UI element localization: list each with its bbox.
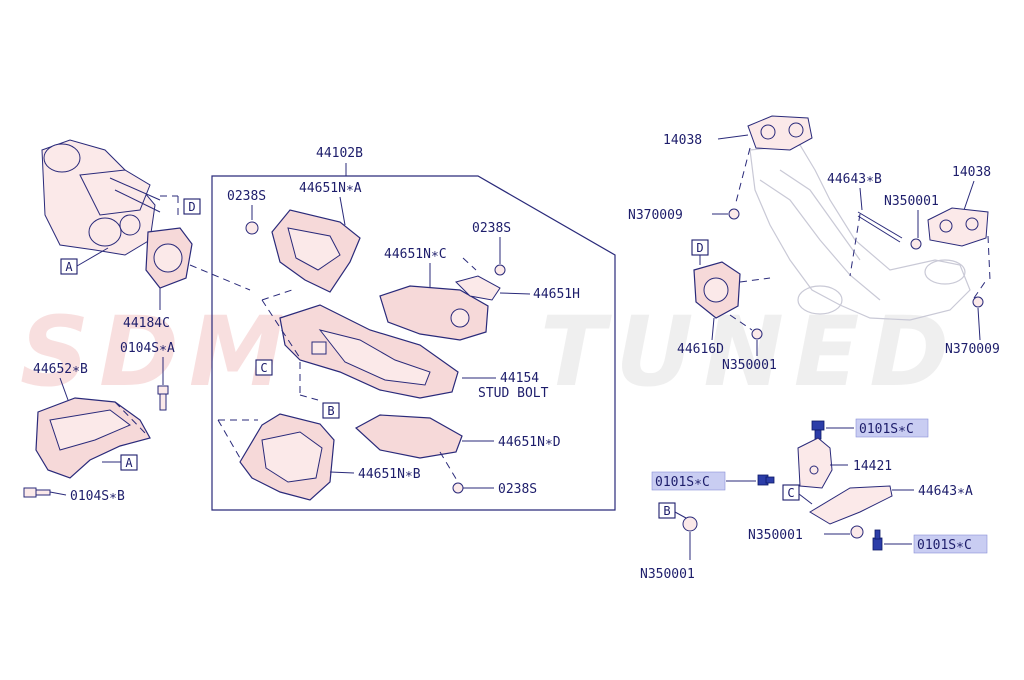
label-44643A: 44643∗A bbox=[918, 484, 973, 499]
heat-shield-44651NC bbox=[379, 285, 489, 341]
heat-shield-44651NB bbox=[239, 413, 335, 501]
ref-box-d-left bbox=[183, 198, 201, 215]
label-44154: 44154 bbox=[500, 371, 539, 386]
bolt-0101SC-left bbox=[757, 474, 775, 486]
label-44643B: 44643∗B bbox=[827, 172, 882, 187]
nut-N350001-c bbox=[850, 525, 864, 539]
label-44652B: 44652∗B bbox=[33, 362, 88, 377]
heat-shield-44651ND bbox=[354, 414, 463, 459]
bolt-0101SC-bottom bbox=[872, 529, 883, 551]
label-0238S-bottom: 0238S bbox=[498, 482, 537, 497]
label-44651NB: 44651N∗B bbox=[358, 467, 421, 482]
highlight-0101SC-bottom bbox=[913, 534, 988, 554]
label-0104SA: 0104S∗A bbox=[120, 341, 175, 356]
label-0238S-top-right: 0238S bbox=[472, 221, 511, 236]
ref-box-a-top bbox=[60, 258, 78, 275]
label-N350001-mid: N350001 bbox=[722, 358, 777, 373]
label-N350001-top: N350001 bbox=[884, 194, 939, 209]
nut-N350001-b bbox=[751, 328, 763, 340]
label-0101SC-left: 0101S∗C bbox=[655, 475, 710, 490]
nut-N370009-a bbox=[728, 208, 740, 220]
label-14038-left: 14038 bbox=[663, 133, 702, 148]
assembly-frame bbox=[211, 175, 616, 511]
turbocharger bbox=[41, 139, 161, 256]
exhaust-pipe-ghost bbox=[749, 144, 971, 321]
bracket-14421 bbox=[797, 437, 833, 489]
label-14421: 14421 bbox=[853, 459, 892, 474]
label-44651H: 44651H bbox=[533, 287, 580, 302]
nut-N350001-d bbox=[682, 516, 698, 532]
highlight-0101SC-top bbox=[855, 418, 929, 438]
ref-a-top: A bbox=[65, 260, 73, 274]
exhaust-manifold-44154 bbox=[279, 304, 459, 399]
label-44651ND: 44651N∗D bbox=[498, 435, 561, 450]
nut-0238S-a bbox=[245, 221, 259, 235]
label-44651NA: 44651N∗A bbox=[299, 181, 362, 196]
nut-0238S-b bbox=[494, 264, 506, 276]
nut-0238S-c bbox=[452, 482, 464, 494]
label-N370009-left: N370009 bbox=[628, 208, 683, 223]
label-N350001-bottom: N350001 bbox=[640, 567, 695, 582]
label-0104SB: 0104S∗B bbox=[70, 489, 125, 504]
nut-N350001-a bbox=[910, 238, 922, 250]
label-0238S-top-left: 0238S bbox=[227, 189, 266, 204]
watermark-tuned: TUNED bbox=[540, 296, 959, 408]
bracket-44651H bbox=[455, 275, 501, 301]
ref-b-center: B bbox=[327, 404, 334, 418]
label-0101SC-top: 0101S∗C bbox=[859, 422, 914, 437]
ref-box-b-center bbox=[322, 402, 340, 419]
ref-box-c-right bbox=[782, 484, 800, 501]
bolt-0101SC-top bbox=[811, 420, 825, 440]
label-44616D: 44616D bbox=[677, 342, 724, 357]
ref-a-bottom: A bbox=[125, 456, 133, 470]
ref-d-right: D bbox=[696, 241, 703, 255]
label-N350001-right: N350001 bbox=[748, 528, 803, 543]
label-0101SC-bottom: 0101S∗C bbox=[917, 538, 972, 553]
gasket-44616D bbox=[693, 261, 741, 319]
bracket-44643A bbox=[809, 485, 893, 525]
ref-d-left: D bbox=[188, 200, 195, 214]
ref-c-right: C bbox=[787, 486, 794, 500]
heat-shield-44652B bbox=[35, 397, 151, 479]
gasket-14038-right bbox=[927, 207, 989, 247]
label-44102B: 44102B bbox=[316, 146, 363, 161]
label-14038-right: 14038 bbox=[952, 165, 991, 180]
ref-b-right: B bbox=[663, 504, 670, 518]
ref-box-c-center bbox=[255, 359, 273, 376]
nut-N370009-b bbox=[972, 296, 984, 308]
bolt-0104SB bbox=[23, 487, 51, 498]
label-44184C: 44184C bbox=[123, 316, 170, 331]
bracket-44643B bbox=[857, 211, 903, 243]
gasket-44184C bbox=[145, 227, 193, 289]
highlight-0101SC-left bbox=[651, 471, 726, 491]
label-44651NC: 44651N∗C bbox=[384, 247, 447, 262]
label-N370009-right: N370009 bbox=[945, 342, 1000, 357]
heat-shield-44651NA bbox=[271, 209, 361, 293]
ref-c-center: C bbox=[260, 361, 267, 375]
watermark: SDM TUNED bbox=[20, 296, 959, 408]
gasket-14038-top bbox=[747, 115, 813, 151]
label-stud-bolt: STUD BOLT bbox=[478, 386, 549, 401]
ref-box-b-right bbox=[658, 502, 676, 519]
bolt-0104SA bbox=[157, 385, 169, 411]
